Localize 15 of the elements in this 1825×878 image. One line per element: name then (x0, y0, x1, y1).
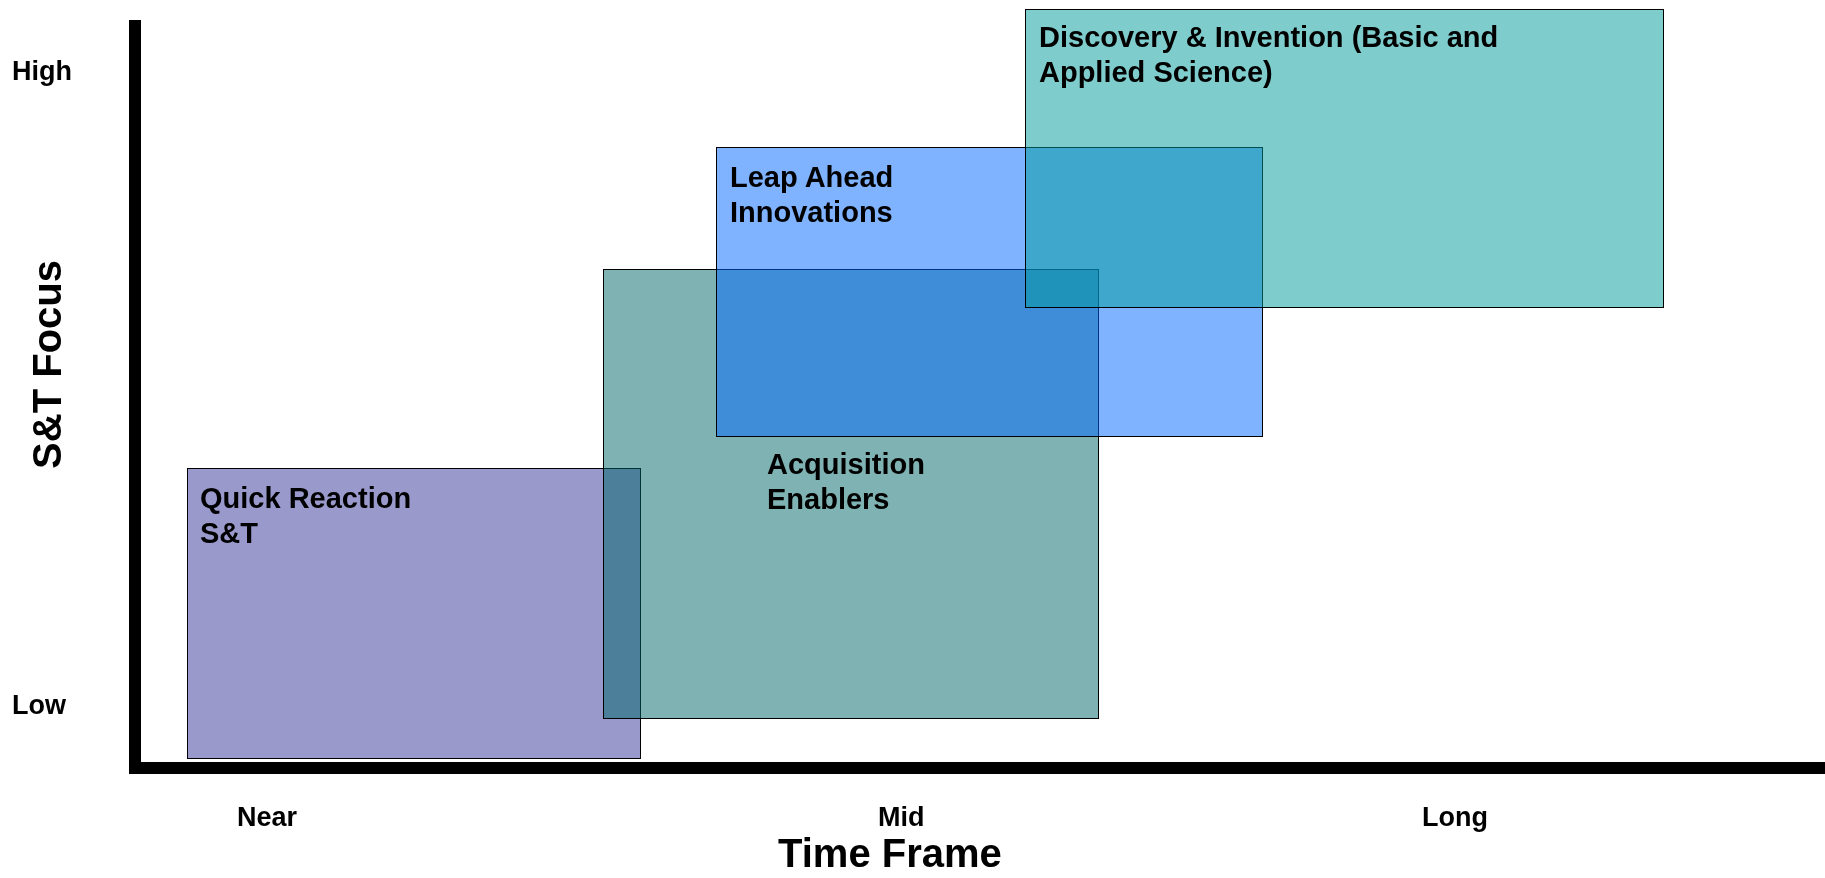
box-label: Quick Reaction S&T (200, 481, 413, 551)
tick-label: High (12, 56, 72, 87)
axis-title: S&T Focus (24, 259, 70, 469)
tick-label: Mid (878, 802, 925, 833)
box-label: Leap Ahead Innovations (730, 160, 895, 230)
box-label: Acquisition Enablers (767, 447, 926, 517)
tick-label: Low (12, 690, 66, 721)
tick-label: Near (237, 802, 298, 833)
area-box (187, 468, 641, 759)
axis-title: Time Frame (778, 831, 1002, 876)
tick-label: Long (1422, 802, 1488, 833)
area-box (1025, 9, 1664, 308)
area-box (716, 147, 1263, 437)
area-box (603, 269, 1099, 719)
box-label: Discovery & Invention (Basic and Applied Science) (1039, 20, 1500, 90)
